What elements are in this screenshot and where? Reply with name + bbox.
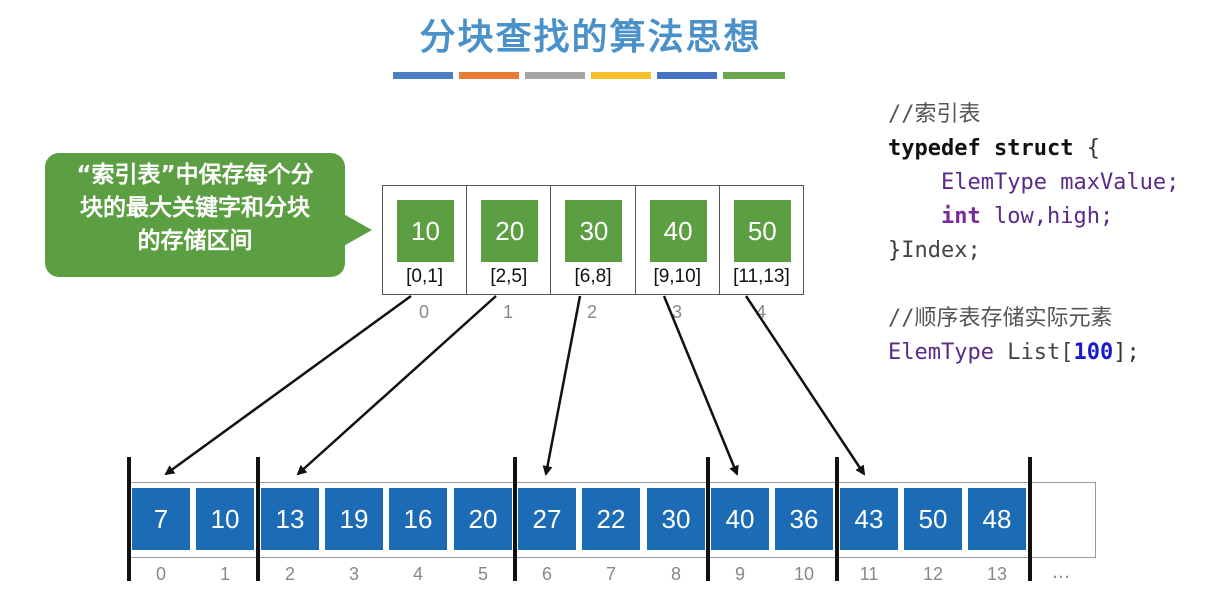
arrow-block-4 — [744, 295, 866, 476]
array-cell: 48 — [968, 488, 1026, 550]
array-index: 10 — [793, 564, 815, 584]
code-type: ElemType — [940, 170, 1047, 195]
code-type: ElemType — [888, 340, 994, 365]
code-keyword: struct — [993, 136, 1074, 161]
color-bar-2 — [459, 72, 519, 79]
array-cell: 43 — [840, 488, 898, 550]
code-keyword: typedef — [888, 136, 981, 161]
code-brace: } — [888, 238, 902, 263]
block-divider — [835, 457, 839, 581]
array-cell: 16 — [389, 488, 447, 550]
arrow-block-1 — [296, 295, 497, 476]
color-bar-3 — [525, 72, 585, 79]
index-range: [9,10] — [653, 266, 701, 287]
array-cell: 19 — [325, 488, 383, 550]
index-cell: 40 [9,10] — [636, 186, 720, 294]
code-number: 100 — [1073, 340, 1114, 365]
array-ellipsis: … — [1052, 562, 1070, 583]
array-cell: 36 — [775, 488, 833, 550]
array-index: 9 — [734, 564, 745, 584]
callout-bubble: “索引表”中保存每个分 块的最大关键字和分块 的存储区间 — [45, 153, 345, 277]
code-brace: { — [1073, 136, 1100, 161]
code-identifier: List[ — [1007, 340, 1074, 365]
code-field: maxValue; — [1060, 170, 1180, 195]
block-divider — [706, 457, 710, 581]
index-table-index: 0 — [418, 302, 429, 322]
block-divider — [513, 457, 517, 581]
array-cell: 50 — [904, 488, 962, 550]
code-keyword: int — [940, 204, 981, 229]
callout-line-1: “索引表”中保存每个分 — [76, 162, 314, 188]
color-bar-5 — [657, 72, 717, 79]
index-max-value: 20 — [481, 200, 539, 262]
index-cell: 10 [0,1] — [383, 186, 468, 294]
color-bar-4 — [591, 72, 651, 79]
array-cell: 30 — [647, 488, 705, 550]
array-index: 5 — [477, 564, 488, 584]
arrow-block-2 — [542, 295, 582, 476]
block-divider — [256, 457, 260, 581]
array-cell: 27 — [518, 488, 576, 550]
array-cell: 20 — [454, 488, 512, 550]
array-index: 8 — [670, 564, 681, 584]
index-max-value: 50 — [733, 200, 791, 262]
array-cell: 10 — [196, 488, 254, 550]
arrow-block-0 — [164, 294, 412, 476]
code-comment: //索引表 — [888, 102, 981, 127]
index-cell: 20 [2,5] — [467, 186, 552, 294]
page-title: 分块查找的算法思想 — [419, 17, 762, 58]
array-index: 6 — [541, 564, 552, 584]
color-bar-1 — [393, 72, 453, 79]
index-table-index: 1 — [502, 302, 513, 322]
index-cell: 50 [11,13] — [720, 186, 803, 294]
callout-line-2: 块的最大关键字和分块 — [80, 195, 310, 221]
array-index: 7 — [605, 564, 616, 584]
index-cell: 30 [6,8] — [551, 186, 636, 294]
index-table-index: 3 — [671, 302, 682, 322]
code-field: low,high; — [993, 204, 1114, 229]
array-index: 0 — [155, 564, 166, 584]
block-divider — [1028, 457, 1032, 581]
array-index: 2 — [284, 564, 295, 584]
arrow-block-3 — [662, 295, 739, 476]
callout-tail — [340, 212, 372, 248]
array-index: 1 — [219, 564, 230, 584]
code-punct: ]; — [1113, 340, 1140, 365]
index-max-value: 40 — [649, 200, 707, 262]
code-identifier: Index; — [901, 238, 981, 263]
array-index: 13 — [986, 564, 1008, 584]
array-index: 12 — [922, 564, 944, 584]
array-cell: 40 — [711, 488, 769, 550]
array-index: 4 — [412, 564, 423, 584]
index-table-index: 2 — [586, 302, 597, 322]
index-range: [11,13] — [733, 266, 790, 287]
callout-line-3: 的存储区间 — [137, 228, 253, 254]
index-max-value: 30 — [565, 200, 623, 262]
block-divider — [127, 457, 131, 581]
index-max-value: 10 — [397, 200, 454, 262]
index-table: 10 [0,1] 20 [2,5] 30 [6,8] 40 [9,10] 50 … — [382, 185, 804, 295]
array-index: 3 — [348, 564, 359, 584]
index-range: [6,8] — [574, 266, 612, 287]
code-block: //索引表 typedef struct { ElemType maxValue… — [888, 98, 1179, 370]
index-table-index: 4 — [755, 302, 766, 322]
index-range: [2,5] — [490, 266, 528, 287]
array-cell: 7 — [132, 488, 190, 550]
code-comment: //顺序表存储实际元素 — [888, 306, 1113, 331]
array-cell: 22 — [582, 488, 640, 550]
array-cell: 13 — [261, 488, 319, 550]
index-range: [0,1] — [406, 266, 444, 287]
color-bar-6 — [723, 72, 785, 79]
array-index: 11 — [859, 564, 879, 584]
